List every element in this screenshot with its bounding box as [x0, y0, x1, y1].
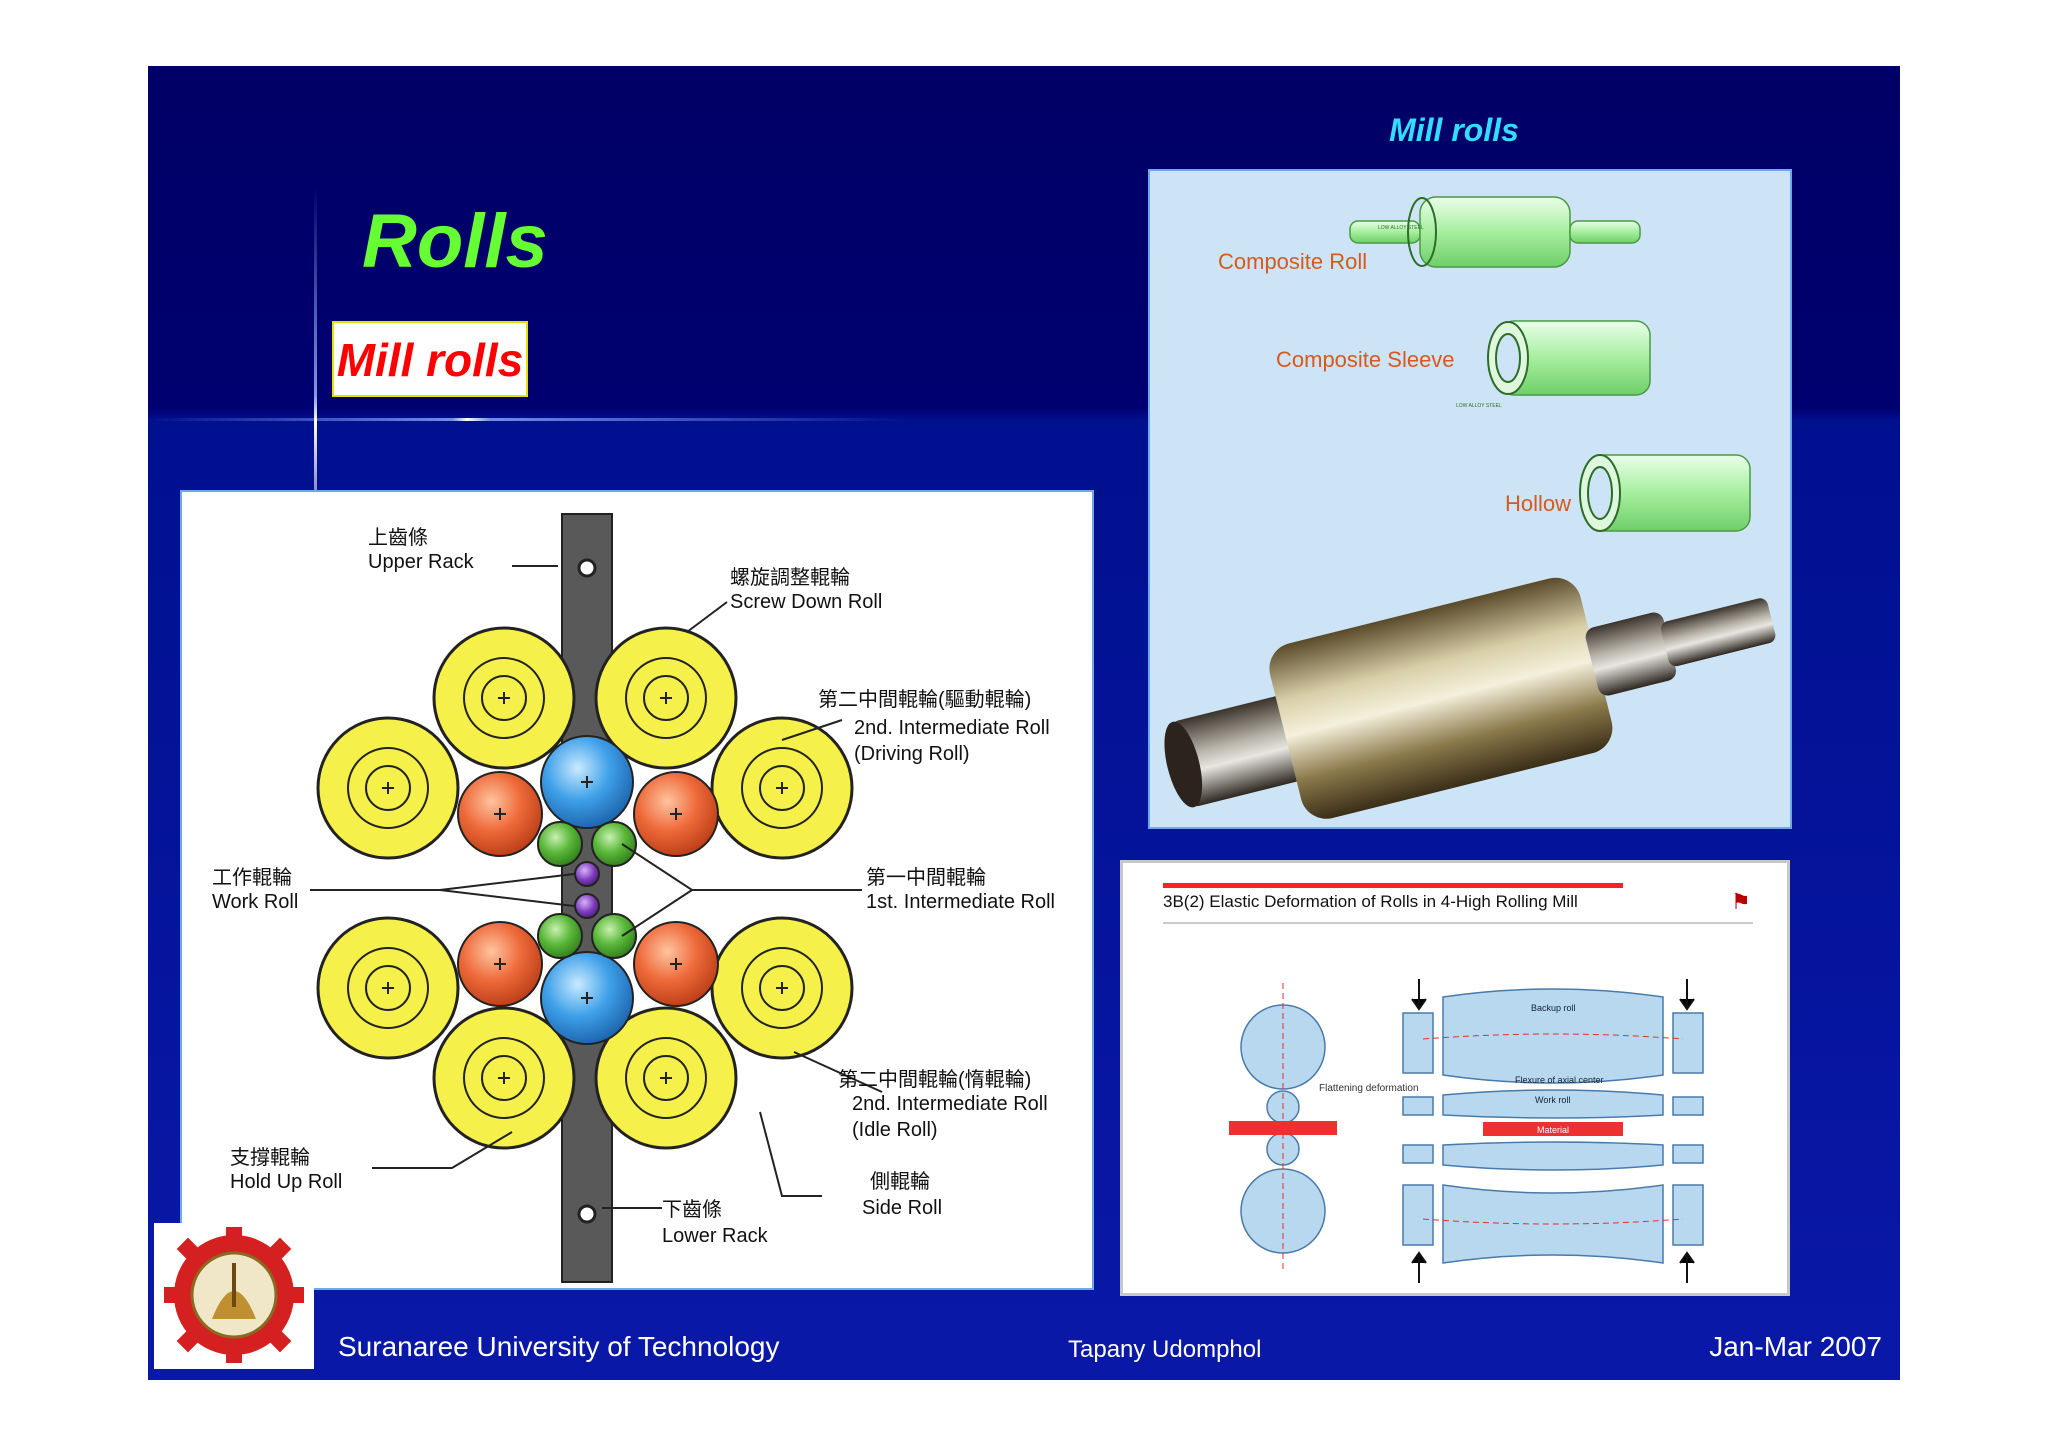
light-flare-vertical	[314, 186, 317, 566]
hollow-roll-graphic	[1579, 454, 1751, 532]
slide-title: Rolls	[362, 199, 548, 284]
load-arrows	[1411, 979, 1695, 1283]
composite-sleeve-graphic: LOW ALLOY STEEL	[1456, 320, 1651, 409]
backup-roll-label: Backup roll	[1531, 1003, 1576, 1013]
footer-university: Suranaree University of Technology	[338, 1331, 780, 1362]
slide-subtitle: Mill rolls	[336, 334, 524, 386]
leader-lines	[310, 565, 883, 1209]
elastic-deformation-figure: 3B(2) Elastic Deformation of Rolls in 4-…	[1120, 860, 1790, 1296]
label-2nd-driving-cn: 第二中間輥輪(驅動輥輪)	[818, 688, 1031, 711]
flexure-label: Flexure of axial center	[1515, 1075, 1604, 1085]
green-rolls	[537, 821, 637, 959]
composite-sleeve-label: Composite Sleeve	[1276, 347, 1455, 372]
label-screw-down: Screw Down Roll	[730, 591, 882, 613]
composite-roll-graphic: LOW ALLOY STEEL	[1349, 196, 1641, 268]
label-hold-up: Hold Up Roll	[230, 1171, 342, 1193]
label-upper-rack-cn: 上齒條	[368, 526, 428, 549]
label-2nd-idle-2: (Idle Roll)	[852, 1119, 938, 1141]
material-strip-right	[1483, 1122, 1623, 1136]
work-roll-label: Work roll	[1535, 1095, 1570, 1105]
elastic-deformation-illustration: 3B(2) Elastic Deformation of Rolls in 4-…	[1163, 883, 1753, 1283]
gear-emblem-icon	[164, 1227, 304, 1363]
university-logo	[154, 1223, 314, 1369]
label-side-roll: Side Roll	[862, 1197, 942, 1219]
cluster-mill-diagram: 上齒條 Upper Rack 螺旋調整輥輪 Screw Down Roll 第二…	[180, 490, 1094, 1290]
roll-center-marks	[382, 692, 788, 1084]
mill-roll-photo	[1164, 577, 1776, 819]
footer-date: Jan-Mar 2007	[1709, 1331, 1882, 1362]
roll-types-illustration: LOW ALLOY STEEL Composite Roll LOW ALLOY…	[1164, 196, 1776, 819]
work-rolls	[574, 861, 600, 919]
label-lower-rack: Lower Rack	[662, 1225, 769, 1247]
label-2nd-idle-1: 2nd. Intermediate Roll	[852, 1093, 1048, 1115]
low-alloy-label-1: LOW ALLOY STEEL	[1378, 225, 1424, 231]
subtitle-box: Mill rolls	[332, 321, 528, 397]
label-lower-rack-cn: 下齒條	[662, 1198, 722, 1221]
hollow-label: Hollow	[1505, 491, 1571, 516]
label-1st-intermediate-cn: 第一中間輥輪	[866, 866, 986, 889]
flattening-label: Flattening deformation	[1319, 1083, 1419, 1094]
light-flare-horizontal	[148, 418, 908, 421]
composite-roll-label: Composite Roll	[1218, 249, 1367, 274]
four-high-rolls	[1402, 988, 1704, 1264]
footer-author: Tapany Udomphol	[1068, 1336, 1262, 1363]
label-work-roll: Work Roll	[212, 891, 298, 913]
label-side-roll-cn: 側輥輪	[870, 1170, 930, 1193]
label-screw-down-cn: 螺旋調整輥輪	[730, 566, 850, 589]
page-marker-icon: ⚑	[1731, 889, 1751, 914]
label-2nd-idle-cn: 第二中間輥輪(惰輥輪)	[838, 1068, 1031, 1091]
label-1st-intermediate: 1st. Intermediate Roll	[866, 891, 1055, 913]
material-label: Material	[1537, 1125, 1569, 1135]
label-2nd-driving-1: 2nd. Intermediate Roll	[854, 717, 1050, 739]
label-upper-rack: Upper Rack	[368, 551, 475, 573]
slide: Rolls Mill rolls Mill rolls	[148, 66, 1900, 1380]
image-caption: Mill rolls	[1389, 112, 1519, 148]
low-alloy-label-2: LOW ALLOY STEEL	[1456, 403, 1502, 409]
label-work-roll-cn: 工作輥輪	[212, 866, 292, 889]
deformation-heading: 3B(2) Elastic Deformation of Rolls in 4-…	[1163, 892, 1578, 911]
roll-types-figure: LOW ALLOY STEEL Composite Roll LOW ALLOY…	[1148, 169, 1792, 829]
label-hold-up-cn: 支撐輥輪	[230, 1146, 310, 1169]
label-2nd-driving-2: (Driving Roll)	[854, 743, 970, 765]
cluster-mill-illustration: 上齒條 Upper Rack 螺旋調整輥輪 Screw Down Roll 第二…	[212, 513, 1055, 1283]
